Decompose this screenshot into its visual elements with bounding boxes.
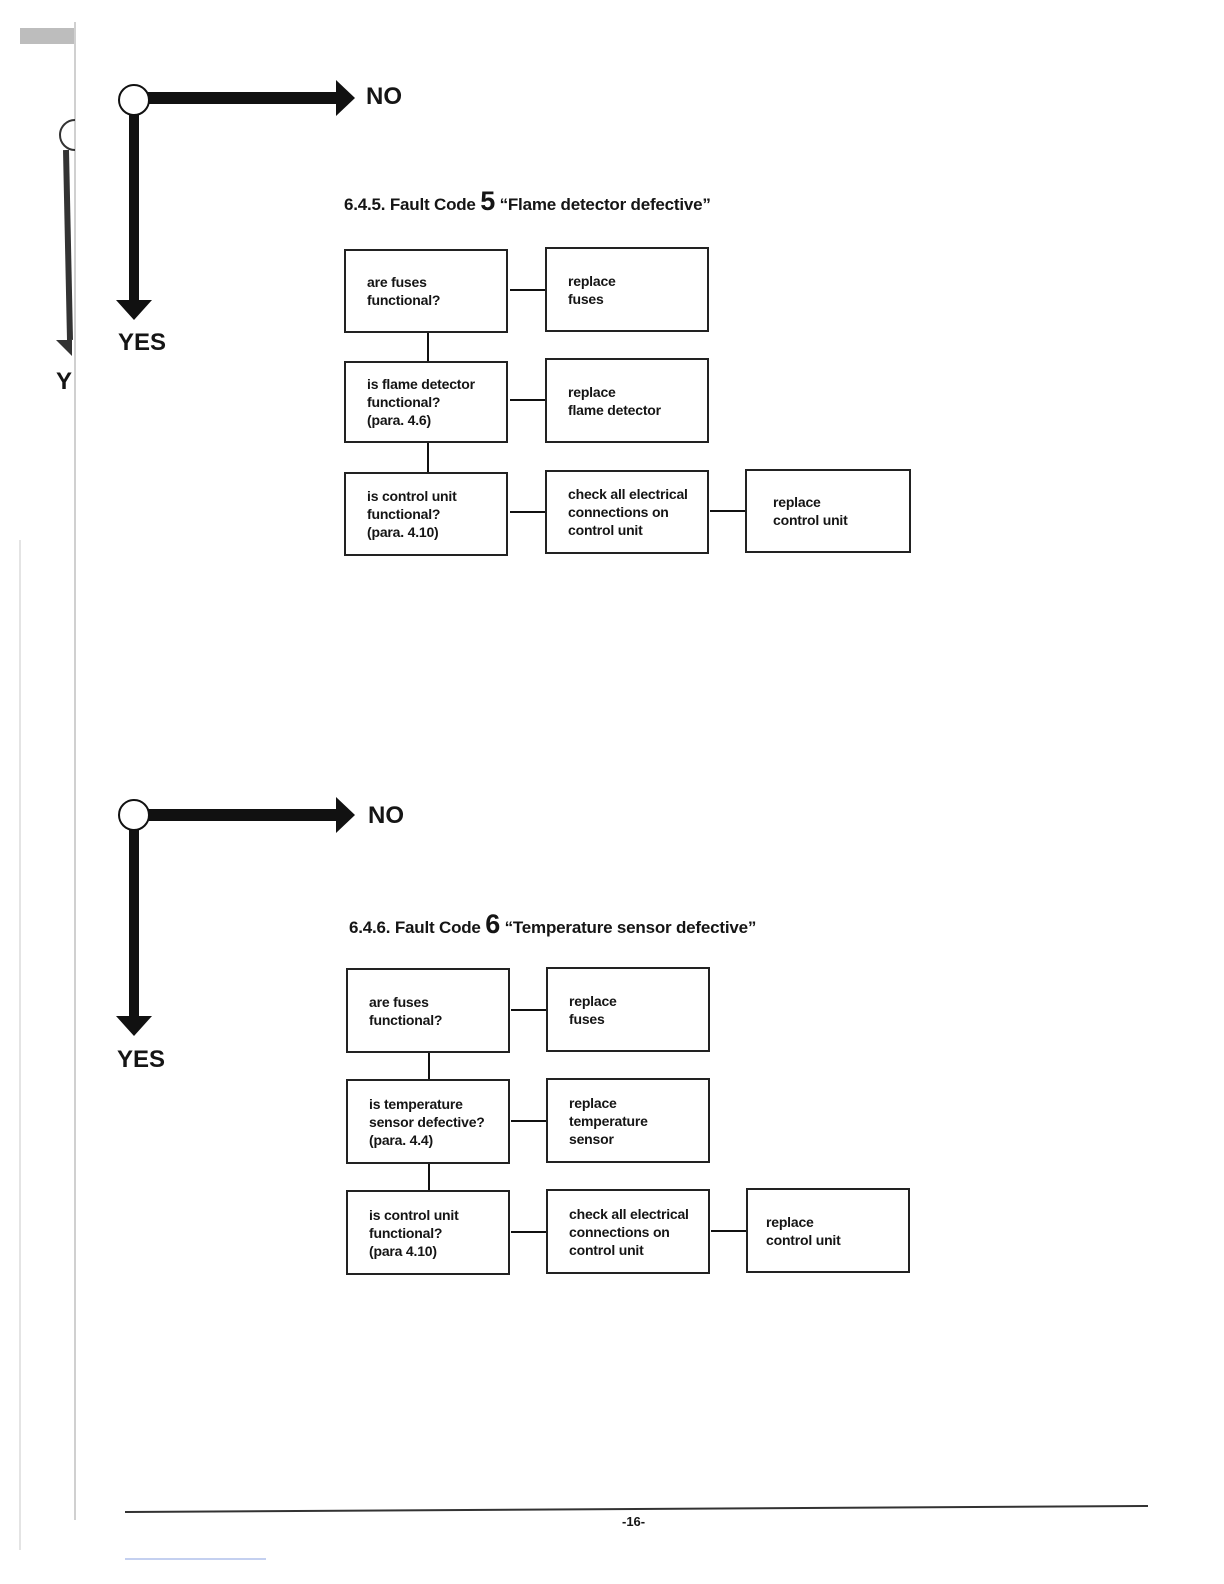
- no-label-1: NO: [366, 83, 402, 110]
- s6-box-a3: check all electrical connections on cont…: [546, 1189, 710, 1274]
- section-5-number: 6.4.5. Fault Code: [344, 195, 476, 214]
- decision-circle-2: [118, 799, 150, 831]
- edge-circle-partial: [59, 119, 76, 151]
- s6-box-a4: replace control unit: [746, 1188, 910, 1273]
- section-6-number: 6.4.6. Fault Code: [349, 918, 481, 937]
- s5-box-a4: replace control unit: [745, 469, 911, 553]
- yes-arrow-head-1: [116, 300, 152, 320]
- edge-tab: [20, 28, 75, 44]
- s6-box-a1: replace fuses: [546, 967, 710, 1052]
- section-5-title: “Flame detector defective”: [499, 195, 711, 214]
- s5-box-q1: are fuses functional?: [344, 249, 508, 333]
- s5-box-q3: is control unit functional? (para. 4.10): [344, 472, 508, 556]
- s5-box-q2: is flame detector functional? (para. 4.6…: [344, 361, 508, 443]
- section-6-heading: 6.4.6. Fault Code 6 “Temperature sensor …: [349, 909, 756, 940]
- s5-box-a2: replace flame detector: [545, 358, 709, 443]
- s5-box-a3: check all electrical connections on cont…: [545, 470, 709, 554]
- no-label-2: NO: [368, 802, 404, 829]
- section-6-title: “Temperature sensor defective”: [504, 918, 757, 937]
- yes-label-1: YES: [118, 329, 167, 356]
- section-5-code: 5: [480, 186, 496, 216]
- yes-label-2: YES: [117, 1046, 166, 1073]
- s6-box-q3: is control unit functional? (para 4.10): [346, 1190, 510, 1275]
- section-6-code: 6: [485, 909, 501, 939]
- page-number: -16-: [622, 1514, 646, 1529]
- decision-circle-1: [118, 84, 150, 116]
- no-arrow-head-1: [336, 80, 355, 116]
- edge-cut-label: Y: [56, 368, 73, 395]
- section-5-heading: 6.4.5. Fault Code 5 “Flame detector defe…: [344, 186, 711, 217]
- s5-box-a1: replace fuses: [545, 247, 709, 332]
- s6-box-q1: are fuses functional?: [346, 968, 510, 1053]
- footer-rule: [124, 1505, 1149, 1513]
- no-arrow-head-2: [336, 797, 355, 833]
- yes-arrow-head-2: [116, 1016, 152, 1036]
- s6-box-a2: replace temperature sensor: [546, 1078, 710, 1163]
- edge-arrow-head: [56, 340, 72, 356]
- edge-arrow-shaft: [63, 149, 73, 341]
- s6-box-q2: is temperature sensor defective? (para. …: [346, 1079, 510, 1164]
